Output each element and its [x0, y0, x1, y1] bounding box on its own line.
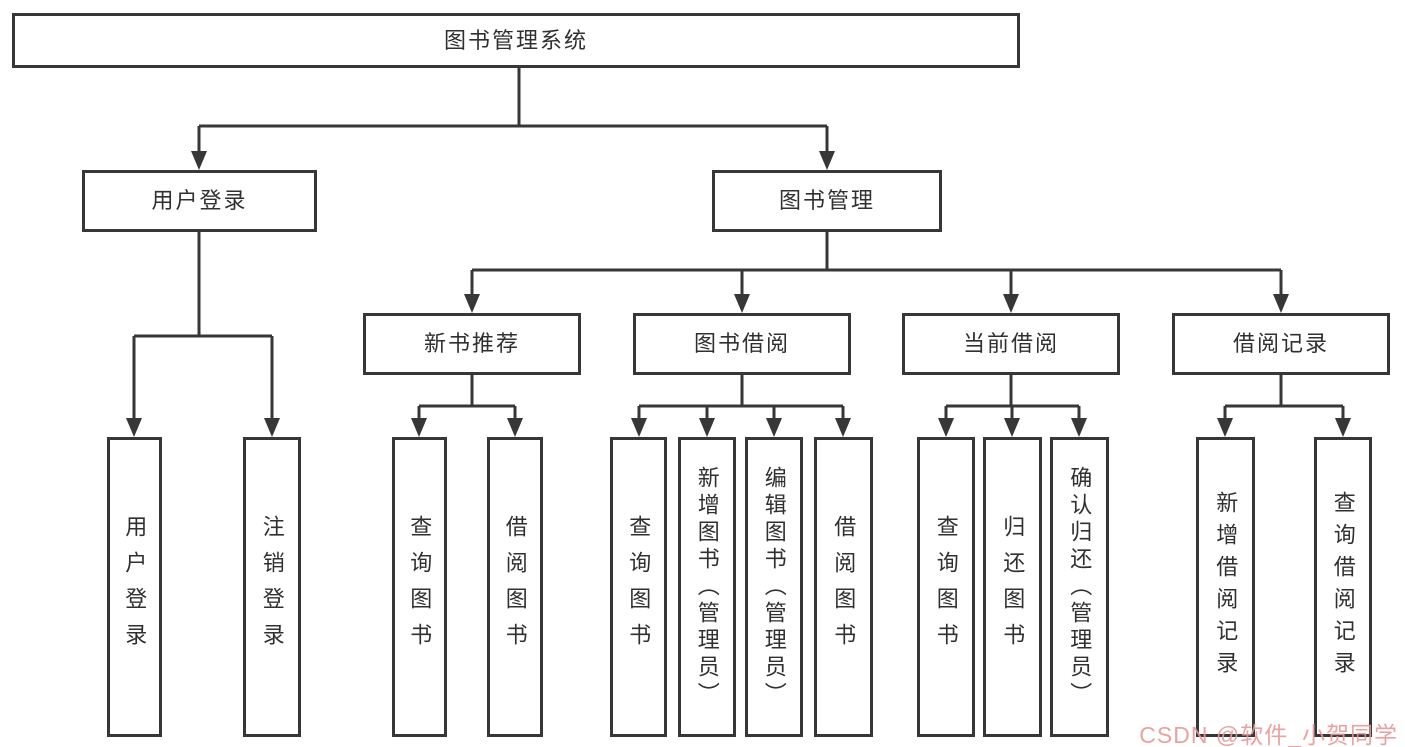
node-label: 图书借阅 — [693, 331, 790, 357]
node-label: 当前借阅 — [962, 331, 1059, 357]
node-label: 注销登录 — [259, 515, 285, 659]
node-label: 新增图书（管理员） — [694, 465, 720, 709]
leaf-logout: 注销登录 — [243, 437, 301, 737]
leaf-current-query-books: 查询图书 — [917, 437, 975, 737]
leaf-borrowing-query-books: 查询图书 — [610, 437, 667, 737]
leaf-user-login: 用户登录 — [107, 437, 162, 737]
node-label: 查询借阅记录 — [1330, 491, 1356, 683]
node-new-book-recommend: 新书推荐 — [363, 313, 581, 375]
node-label: 查询图书 — [626, 515, 652, 659]
node-book-borrowing: 图书借阅 — [633, 313, 851, 375]
node-label: 确认归还（管理员） — [1067, 465, 1093, 709]
leaf-recommend-borrow-books: 借阅图书 — [487, 437, 543, 737]
node-label: 归还图书 — [1000, 515, 1026, 659]
node-label: 借阅记录 — [1232, 331, 1329, 357]
node-label: 用户登录 — [151, 188, 248, 214]
csdn-watermark: CSDN @软件_小贺同学 — [1139, 722, 1398, 747]
leaf-current-return-books: 归还图书 — [983, 437, 1042, 737]
node-current-borrowing: 当前借阅 — [902, 313, 1120, 375]
arrowheads — [126, 151, 1351, 437]
node-label: 查询图书 — [407, 515, 433, 659]
node-book-management: 图书管理 — [712, 170, 942, 232]
leaf-records-add-record: 新增借阅记录 — [1196, 437, 1255, 737]
leaf-current-confirm-return-admin: 确认归还（管理员） — [1050, 437, 1109, 737]
leaf-borrowing-borrow-books: 借阅图书 — [814, 437, 873, 737]
node-label: 图书管理系统 — [443, 27, 588, 53]
node-label: 查询图书 — [933, 515, 959, 659]
node-label: 新书推荐 — [423, 331, 520, 357]
node-label: 图书管理 — [778, 188, 875, 214]
node-user-login: 用户登录 — [82, 170, 317, 232]
node-label: 借阅图书 — [831, 515, 857, 659]
leaf-records-query-record: 查询借阅记录 — [1314, 437, 1372, 737]
leaf-borrowing-edit-books-admin: 编辑图书（管理员） — [745, 437, 803, 737]
leaf-borrowing-add-books-admin: 新增图书（管理员） — [678, 437, 736, 737]
node-label: 用户登录 — [122, 515, 148, 659]
leaf-recommend-query-books: 查询图书 — [392, 437, 447, 737]
node-label: 借阅图书 — [502, 515, 528, 659]
node-label: 编辑图书（管理员） — [761, 465, 787, 709]
node-label: 新增借阅记录 — [1213, 491, 1239, 683]
node-library-system: 图书管理系统 — [12, 13, 1020, 68]
node-borrowing-records: 借阅记录 — [1172, 313, 1390, 375]
